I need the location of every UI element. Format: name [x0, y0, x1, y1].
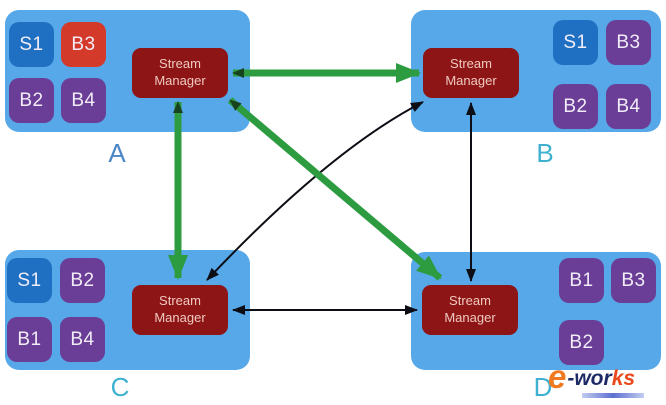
backup-box: B2: [553, 84, 598, 129]
stream-manager-line2: Manager: [444, 310, 496, 325]
node-label-A: A: [108, 138, 126, 168]
stream-manager-A: Stream Manager: [132, 48, 228, 98]
stream-box: S1: [9, 22, 54, 67]
stream-manager-line1: Stream: [159, 293, 201, 309]
stream-manager-line2: Manager: [154, 310, 206, 325]
backup-box: B1: [559, 258, 604, 303]
backup-box: B4: [60, 317, 105, 362]
backup-box: B2: [60, 258, 105, 303]
backup-box: B2: [559, 320, 604, 365]
host-node-D: B1 B3 B2 Stream Manager: [411, 252, 661, 370]
stream-manager-B: Stream Manager: [423, 48, 519, 98]
host-node-C: S1 B2 B1 B4 Stream Manager: [5, 250, 250, 370]
stream-box: S1: [553, 20, 598, 65]
backup-box: B3: [606, 20, 651, 65]
stream-manager-line1: Stream: [159, 56, 201, 72]
stream-manager-line1: Stream: [449, 293, 491, 309]
host-node-A: S1 B3 B2 B4 Stream Manager: [5, 10, 250, 132]
node-label-D: D: [533, 372, 553, 402]
backup-box: B1: [7, 317, 52, 362]
arrow-A-D: [227, 97, 443, 281]
node-label-C: C: [110, 372, 130, 402]
host-node-B: S1 B3 B2 B4 Stream Manager: [411, 10, 661, 132]
stream-box: S1: [7, 258, 52, 303]
stream-manager-line2: Manager: [154, 73, 206, 88]
e-works-logo-e: e: [548, 358, 567, 395]
e-works-logo: e -wor ks: [548, 358, 644, 398]
backup-box: B2: [9, 78, 54, 123]
backup-box-active: B3: [61, 22, 106, 67]
e-works-logo-accent: ks: [611, 367, 636, 390]
stream-manager-D: Stream Manager: [422, 285, 518, 335]
stream-manager-line2: Manager: [445, 73, 497, 88]
stream-manager-line1: Stream: [450, 56, 492, 72]
stream-manager-C: Stream Manager: [132, 285, 228, 335]
e-works-logo-underline: [582, 393, 644, 398]
e-works-logo-text: -wor: [567, 367, 612, 390]
node-label-B: B: [536, 138, 554, 168]
backup-box: B4: [606, 84, 651, 129]
backup-box: B4: [61, 78, 106, 123]
backup-box: B3: [611, 258, 656, 303]
